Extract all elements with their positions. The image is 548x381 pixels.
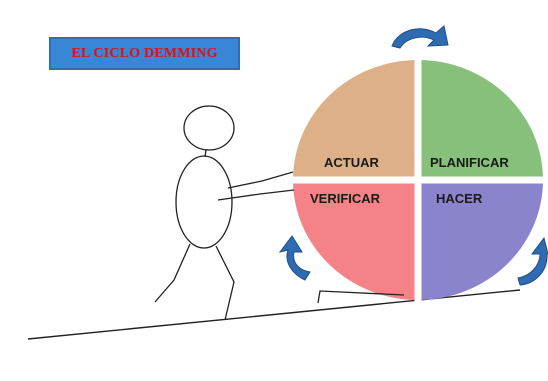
figure-leg-front [215,245,235,321]
label-verificar: VERIFICAR [310,191,381,206]
label-hacer: HACER [436,191,483,206]
title-box: EL CICLO DEMMING [49,37,240,70]
quadrant-planificar [418,60,543,180]
label-actuar: ACTUAR [324,155,379,170]
top-curved-arrow-icon [391,25,449,49]
diagram-title: EL CICLO DEMMING [71,45,218,61]
figure-head [183,105,235,151]
quadrant-actuar [293,60,418,180]
cycle-arrows [278,25,548,286]
stick-figure [154,105,405,321]
quadrant-verificar [293,180,418,300]
figure-body [175,155,233,249]
left-curved-arrow-icon [278,235,311,281]
figure-arm-lower [217,189,295,201]
figure-leg-back [154,243,191,303]
pdca-wheel: ACTUAR PLANIFICAR VERIFICAR HACER [290,58,546,302]
label-planificar: PLANIFICAR [430,155,509,170]
figure-arm-upper [227,171,294,189]
right-curved-arrow-icon [517,236,548,286]
figure-foot-rest [317,290,405,304]
ground-slope [27,289,521,340]
quadrant-hacer [418,180,543,300]
